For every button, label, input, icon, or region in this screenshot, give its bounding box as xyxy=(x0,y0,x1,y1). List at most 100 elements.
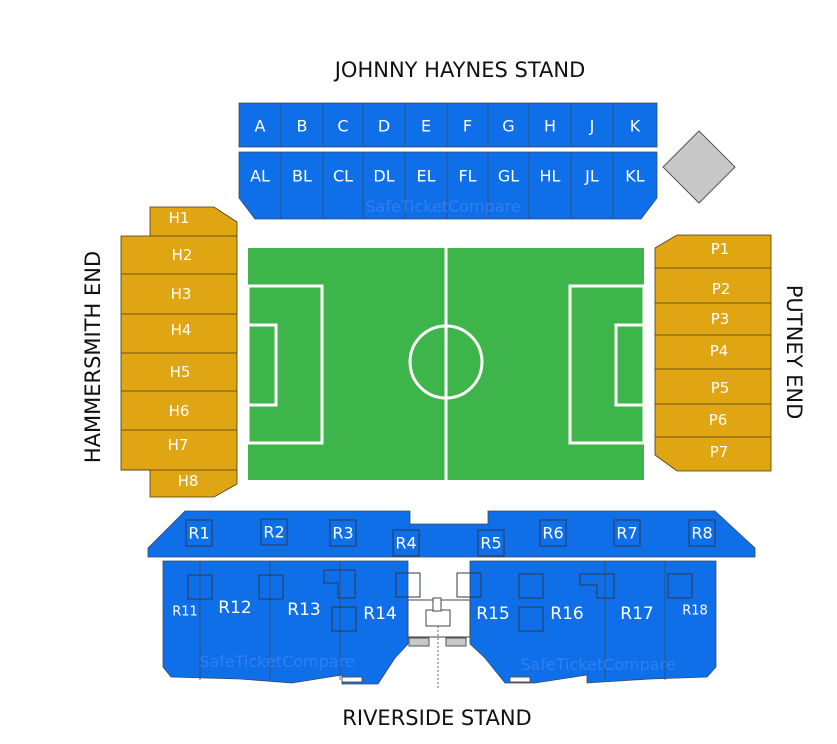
section-gl[interactable]: GL xyxy=(498,167,519,186)
section-fl[interactable]: FL xyxy=(458,167,476,186)
section-cl[interactable]: CL xyxy=(333,167,353,186)
section-a[interactable]: A xyxy=(255,117,266,136)
riverside-lower-labels: R11 R12 R13 R14 R15 R16 R17 R18 xyxy=(172,598,708,624)
section-kl[interactable]: KL xyxy=(625,167,644,186)
lower-labels: AL BL CL DL EL FL GL HL JL KL xyxy=(250,167,645,186)
section-p5[interactable]: P5 xyxy=(711,379,730,397)
dugout-left xyxy=(408,637,430,647)
section-r8[interactable]: R8 xyxy=(691,524,712,543)
right-goal-area xyxy=(614,323,646,407)
johnny-haynes-stand-title: JOHNNY HAYNES STAND xyxy=(333,58,586,82)
section-r7[interactable]: R7 xyxy=(616,524,637,543)
entrance-left xyxy=(341,676,363,683)
section-dl[interactable]: DL xyxy=(373,167,394,186)
section-r6[interactable]: R6 xyxy=(542,524,563,543)
section-p3[interactable]: P3 xyxy=(711,310,730,328)
section-d[interactable]: D xyxy=(378,117,390,136)
section-p1[interactable]: P1 xyxy=(711,240,730,258)
section-e[interactable]: E xyxy=(421,117,431,136)
centre-circle xyxy=(408,324,484,400)
riverside-stand-title: RIVERSIDE STAND xyxy=(342,706,531,730)
seating-box xyxy=(392,529,420,557)
section-h8[interactable]: H8 xyxy=(178,472,199,490)
seating-box xyxy=(539,519,567,547)
section-bl[interactable]: BL xyxy=(292,167,312,186)
hammersmith-dividers xyxy=(121,235,237,471)
upper-dividers xyxy=(280,103,614,147)
riverside-lower-dividers xyxy=(199,561,666,680)
johnny-haynes-lower-tier xyxy=(238,151,658,220)
section-r4[interactable]: R4 xyxy=(395,534,416,553)
section-r12[interactable]: R12 xyxy=(218,598,251,618)
johnny-haynes-lower: AL BL CL DL EL FL GL HL JL KL xyxy=(238,151,658,220)
section-k[interactable]: K xyxy=(630,117,641,136)
section-r11[interactable]: R11 xyxy=(172,605,198,620)
section-al[interactable]: AL xyxy=(250,167,270,186)
section-h3[interactable]: H3 xyxy=(171,285,192,303)
section-h1[interactable]: H1 xyxy=(169,209,190,227)
seating-box xyxy=(518,573,544,599)
section-jl[interactable]: JL xyxy=(584,167,599,186)
section-h6[interactable]: H6 xyxy=(169,402,190,420)
section-g[interactable]: G xyxy=(502,117,514,136)
seating-box xyxy=(331,606,357,632)
section-p2[interactable]: P2 xyxy=(712,280,731,298)
section-r16[interactable]: R16 xyxy=(550,604,583,624)
section-h[interactable]: H xyxy=(544,117,556,136)
section-h5[interactable]: H5 xyxy=(170,363,191,381)
section-r1[interactable]: R1 xyxy=(188,524,209,543)
hammersmith-end-title: HAMMERSMITH END xyxy=(81,251,105,463)
watermark-riverside-right: SafeTicketCompare xyxy=(520,655,675,674)
riverside-lower-boxes xyxy=(187,569,693,632)
corner-diamond xyxy=(662,130,736,204)
section-el[interactable]: EL xyxy=(416,167,435,186)
section-r17[interactable]: R17 xyxy=(620,604,653,624)
section-hl[interactable]: HL xyxy=(540,167,561,186)
dugout-right xyxy=(445,637,467,647)
section-r14[interactable]: R14 xyxy=(363,604,396,624)
section-r5[interactable]: R5 xyxy=(480,534,501,553)
section-r15[interactable]: R15 xyxy=(476,604,509,624)
seating-box xyxy=(613,519,641,547)
section-r18[interactable]: R18 xyxy=(682,604,708,619)
seating-box xyxy=(395,572,421,598)
tunnel-box xyxy=(425,609,451,627)
section-p6[interactable]: P6 xyxy=(709,411,728,429)
section-f[interactable]: F xyxy=(463,117,472,136)
watermark-north: SafeTicketCompare xyxy=(365,197,520,216)
section-h7[interactable]: H7 xyxy=(168,436,189,454)
johnny-haynes-upper-tier xyxy=(238,102,658,148)
section-h4[interactable]: H4 xyxy=(171,321,192,339)
section-r2[interactable]: R2 xyxy=(263,523,284,542)
section-r3[interactable]: R3 xyxy=(332,524,353,543)
section-r13[interactable]: R13 xyxy=(287,600,320,620)
tunnel-post xyxy=(432,597,442,612)
riverside-upper-tier xyxy=(147,510,756,558)
seating-box xyxy=(185,519,213,547)
section-p7[interactable]: P7 xyxy=(710,443,729,461)
putney-block xyxy=(654,234,772,472)
left-goal-area xyxy=(246,323,278,407)
section-p4[interactable]: P4 xyxy=(710,342,729,360)
putney-dividers xyxy=(655,267,771,438)
entrance-right xyxy=(509,676,531,683)
seating-box xyxy=(258,574,284,600)
pitch xyxy=(246,248,646,480)
riverside-lower: R11 R12 R13 R14 R15 R16 R17 R18 xyxy=(162,560,717,690)
section-h2[interactable]: H2 xyxy=(172,246,193,264)
seating-box xyxy=(187,574,213,600)
riverside-lower-right xyxy=(469,560,717,684)
section-j[interactable]: J xyxy=(589,117,595,136)
watermark-riverside-left: SafeTicketCompare xyxy=(199,652,354,671)
section-c[interactable]: C xyxy=(337,117,348,136)
section-b[interactable]: B xyxy=(297,117,308,136)
seating-box xyxy=(477,529,505,557)
